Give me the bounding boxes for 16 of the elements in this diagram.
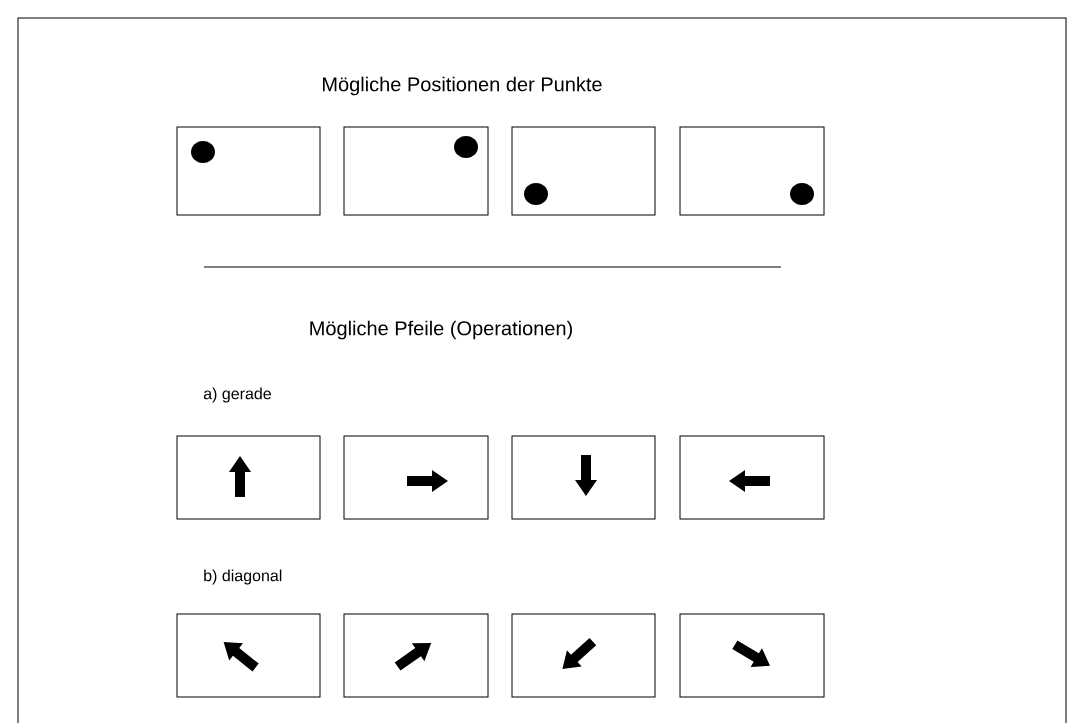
box bbox=[343, 435, 489, 520]
box bbox=[679, 126, 825, 216]
label: b) diagonal bbox=[204, 569, 282, 585]
box bbox=[511, 126, 656, 216]
box bbox=[679, 435, 825, 520]
box bbox=[511, 613, 656, 698]
box bbox=[343, 613, 489, 698]
box bbox=[176, 126, 321, 216]
heading: Mögliche Positionen der Punkte bbox=[323, 76, 602, 96]
box bbox=[679, 613, 825, 698]
box bbox=[176, 435, 321, 520]
heading: Mögliche Pfeile (Operationen) bbox=[310, 320, 572, 340]
label: a) gerade bbox=[203, 387, 271, 403]
box bbox=[343, 126, 489, 216]
box bbox=[176, 613, 321, 698]
box bbox=[511, 435, 656, 520]
